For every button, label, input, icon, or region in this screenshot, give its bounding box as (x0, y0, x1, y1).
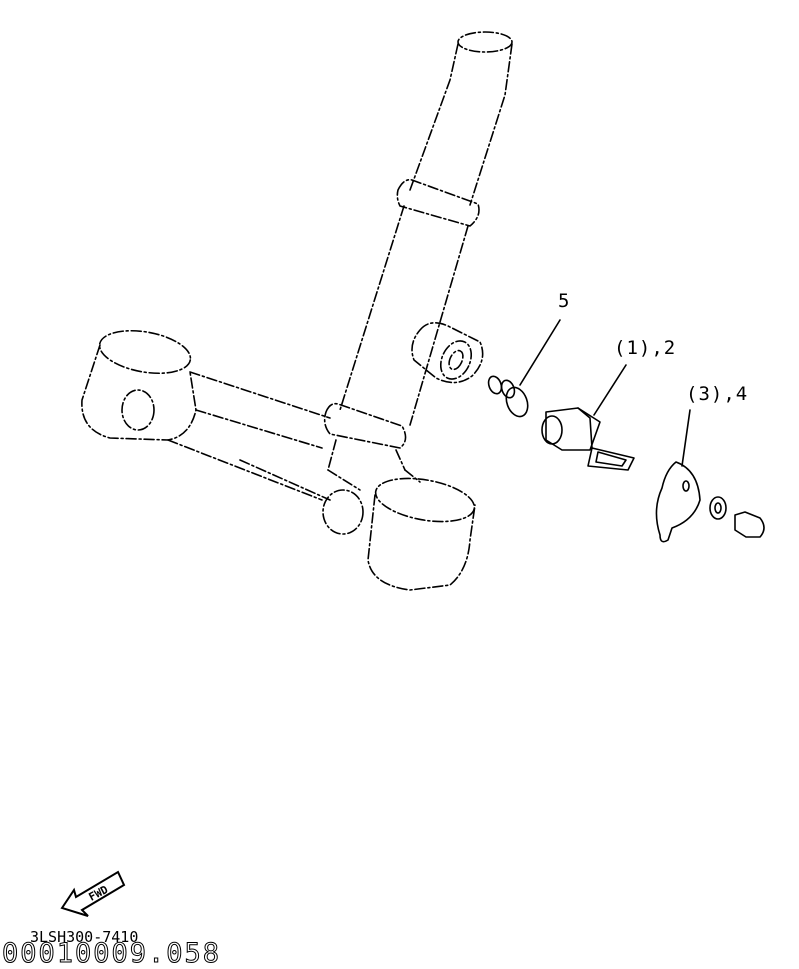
part-number: 3LSH300-7410 (30, 928, 139, 946)
steering-stem (323, 31, 513, 471)
fwd-label: FWD (87, 883, 111, 904)
sensor-part (541, 407, 635, 471)
image-code: 00010009.058 (1, 938, 222, 969)
leader-lines (519, 319, 691, 467)
o-ring-parts (487, 375, 529, 418)
callout-1-2: (1),2 (614, 337, 677, 359)
left-fork-clamp (81, 329, 331, 501)
right-fork-clamp (239, 459, 476, 591)
cover-plate-part (655, 461, 701, 543)
callout-5: 5 (558, 290, 571, 312)
callout-3-4: (3),4 (686, 383, 749, 405)
washer-bolt-parts (709, 496, 765, 538)
fwd-arrow-icon (60, 870, 126, 917)
sensor-mount-boss (411, 322, 484, 384)
